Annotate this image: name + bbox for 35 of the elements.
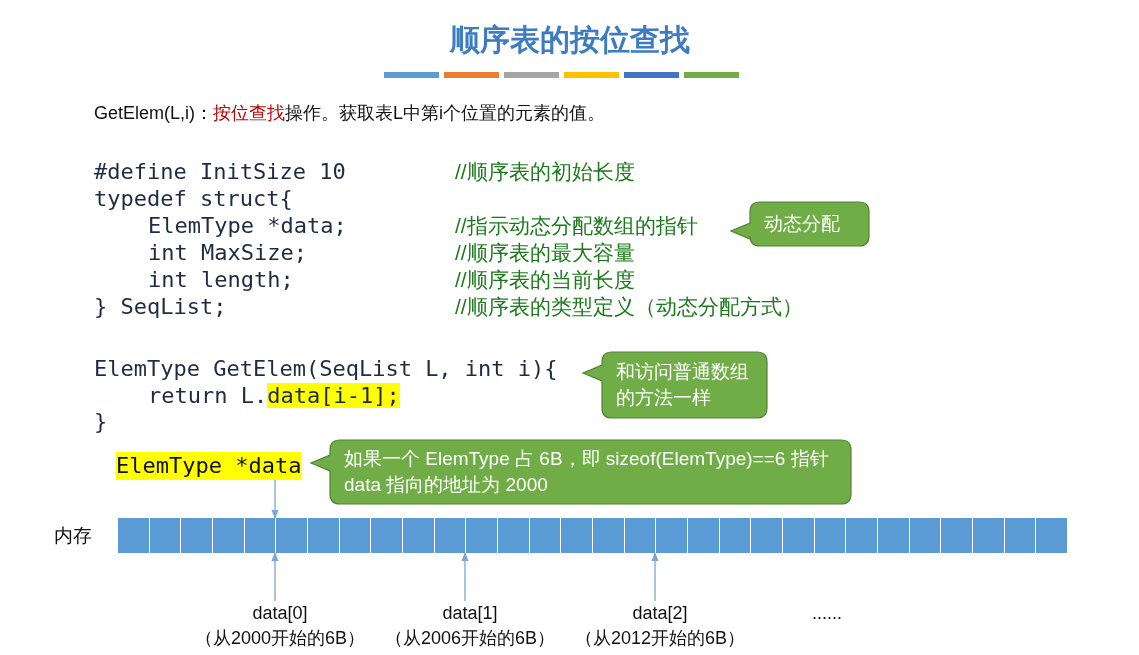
element-address: （从2012开始的6B） [574,627,746,650]
pointer-arrow [461,552,469,602]
code-comment: //顺序表的类型定义（动态分配方式） [455,294,803,320]
ellipsis: ...... [812,602,842,625]
code-comment: //顺序表的初始长度 [455,159,635,185]
pointer-arrow [651,552,659,602]
element-address: （从2006开始的6B） [384,627,556,650]
code-line: ElemType *data; [148,212,347,239]
element-name: data[2] [632,602,688,625]
callout-text: 动态分配 [764,212,841,236]
code-line: ElemType GetElem(SeqList L, int i){ [94,355,558,382]
pointer-variable: ElemType *data [116,452,302,480]
element-name: data[1] [442,602,498,625]
memory-label: 内存 [54,524,92,548]
code-line: } SeqList; [94,293,227,320]
description: GetElem(L,i)：按位查找操作。获取表L中第i个位置的元素的值。 [94,102,606,125]
callout-text: 和访问普通数组的方法一样 [616,360,750,410]
code-line: int MaxSize; [148,239,307,266]
code-line: typedef struct{ [94,185,293,212]
pointer-arrow [271,479,279,519]
code-comment: //顺序表的最大容量 [455,240,635,266]
code-line: return L.data[i-1]; [148,382,400,409]
code-line: #define InitSize 10 [94,158,346,185]
callout-bubble [730,201,870,247]
callout-bubble [310,439,852,505]
code-comment: //指示动态分配数组的指针 [455,213,698,239]
callout-bubble [582,351,768,419]
code-line: int length; [148,266,294,293]
callout-text: 如果一个 ElemType 占 6B，即 sizeof(ElemType)==6 指针 data 指向的地址为 2000 [344,447,830,497]
element-name: data[0] [252,602,308,625]
title: 顺序表的按位查找 [449,22,690,58]
code-line: } [94,408,108,435]
pointer-arrow [271,552,279,602]
code-comment: //顺序表的当前长度 [455,267,635,293]
element-address: （从2000开始的6B） [194,627,366,650]
